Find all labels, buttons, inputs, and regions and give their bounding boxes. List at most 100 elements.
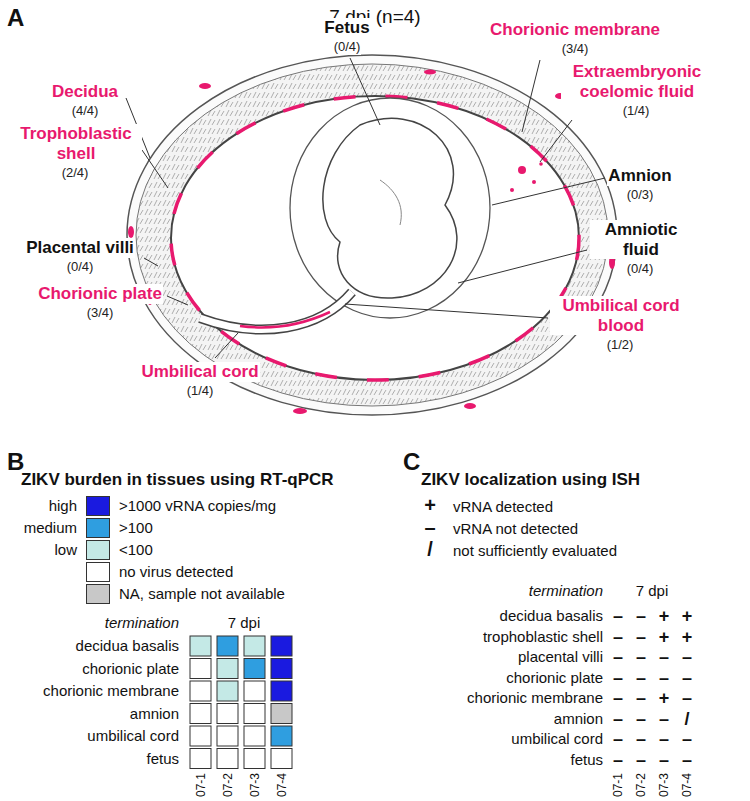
leader-line <box>522 60 540 132</box>
legend-text: no virus detected <box>118 563 234 580</box>
legend-text: NA, sample not available <box>118 585 286 602</box>
ish-result: + <box>658 606 671 626</box>
ish-result: – <box>612 606 624 626</box>
zikv-spots <box>128 70 615 415</box>
legend-swatch <box>86 562 110 582</box>
key-label: not sufficiently evaluated <box>452 542 618 559</box>
structure-label: Chorionic membrane <box>489 20 661 40</box>
heatmap-cells <box>217 636 238 656</box>
zikv-spots <box>532 180 536 184</box>
legend-swatch <box>86 518 110 538</box>
positive-fraction: (0/4) <box>626 262 655 277</box>
column-label: 07-3 <box>657 772 671 798</box>
zikv-spots <box>424 70 436 75</box>
row-label: chorionic membrane <box>466 689 604 707</box>
key-label: high <box>48 497 78 514</box>
structure-label: Fetus <box>323 18 370 38</box>
panel-title: ZIKV localization using ISH <box>420 470 641 490</box>
column-label: 07-3 <box>248 772 262 798</box>
ish-result: + <box>658 627 671 647</box>
row-label: chorionic plate <box>505 669 604 687</box>
axis-heading: termination <box>528 582 604 599</box>
ish-result: – <box>681 647 693 667</box>
row-label: fetus <box>569 751 604 769</box>
legend-text: <100 <box>118 541 154 558</box>
positive-fraction: (1/4) <box>186 384 215 399</box>
positive-fraction: (3/4) <box>86 306 115 321</box>
row-label: amnion <box>553 710 604 728</box>
leader-line <box>350 58 380 125</box>
gestational-sac <box>171 96 579 380</box>
positive-fraction: (0/3) <box>626 188 655 203</box>
row-label: placental villi <box>517 648 604 666</box>
column-label: 07-4 <box>680 772 694 798</box>
ish-result: – <box>635 647 647 667</box>
heatmap-cells <box>190 726 211 746</box>
ish-result: – <box>635 750 647 770</box>
key-label: medium <box>23 519 78 536</box>
fetus-drawing <box>200 118 457 329</box>
ish-result: – <box>658 668 670 688</box>
leader-line <box>345 304 548 318</box>
leader-line <box>144 258 158 266</box>
legend-swatch <box>86 584 110 604</box>
structure-label: Extraembryonic coelomic fluid <box>561 62 713 101</box>
structure-label: Placental villi <box>25 238 135 258</box>
row-label: umbilical cord <box>86 727 180 745</box>
ish-result: + <box>658 688 671 708</box>
gestational-sac <box>171 96 579 380</box>
key-label: low <box>53 541 78 558</box>
heatmap-cells <box>217 726 238 746</box>
heatmap-cells <box>217 704 238 724</box>
key-label: vRNA not detected <box>452 520 579 537</box>
row-label: amnion <box>129 705 180 723</box>
ish-result: – <box>612 729 624 749</box>
column-label: 07-2 <box>634 772 648 798</box>
heatmap-cells <box>271 659 292 679</box>
fetus-drawing <box>323 118 457 298</box>
ish-result: – <box>612 709 624 729</box>
legend-swatch <box>86 496 110 516</box>
ish-result: – <box>612 627 624 647</box>
row-label: chorionic plate <box>81 660 180 678</box>
symbol-key: – <box>423 516 436 538</box>
positive-fraction: (1/4) <box>622 104 651 119</box>
leader-line <box>142 150 168 188</box>
zikv-spots <box>293 408 307 414</box>
fetus-drawing <box>380 180 401 225</box>
legend-text: >100 <box>118 519 154 536</box>
positive-fraction: (0/4) <box>333 40 362 55</box>
positive-fraction: (1/2) <box>606 338 635 353</box>
structure-label: Amnion <box>607 166 672 186</box>
ish-result: – <box>612 668 624 688</box>
heatmap-cells <box>244 636 265 656</box>
zikv-spots <box>464 403 476 409</box>
ish-result: / <box>683 709 690 729</box>
zikv-spots <box>518 166 526 174</box>
heatmap-cells <box>271 704 292 724</box>
heatmap-cells <box>271 749 292 769</box>
ish-result: – <box>612 647 624 667</box>
key-label: 7 dpi <box>635 582 670 599</box>
ish-result: – <box>681 750 693 770</box>
row-label: umbilical cord <box>510 730 604 748</box>
panel-letter: C <box>402 448 421 476</box>
legend-text: >1000 vRNA copies/mg <box>118 497 277 514</box>
gestational-sac <box>136 64 608 406</box>
ish-result: + <box>681 606 694 626</box>
ish-result: – <box>658 750 670 770</box>
symbol-key: / <box>426 538 434 560</box>
fetus-drawing <box>200 292 352 330</box>
structure-label: Decidua <box>51 82 119 102</box>
heatmap-cells <box>217 659 238 679</box>
legend-swatch <box>86 540 110 560</box>
ish-result: – <box>612 750 624 770</box>
positive-fraction: (0/4) <box>66 260 95 275</box>
heatmap-cells <box>190 704 211 724</box>
key-label: vRNA detected <box>452 498 554 515</box>
column-label: 07-4 <box>275 772 289 798</box>
row-label: chorionic membrane <box>42 682 180 700</box>
positive-fraction: (4/4) <box>71 104 100 119</box>
structure-label: Amniotic fluid <box>590 220 692 259</box>
structure-label: Umbilical cord blood <box>550 296 692 335</box>
